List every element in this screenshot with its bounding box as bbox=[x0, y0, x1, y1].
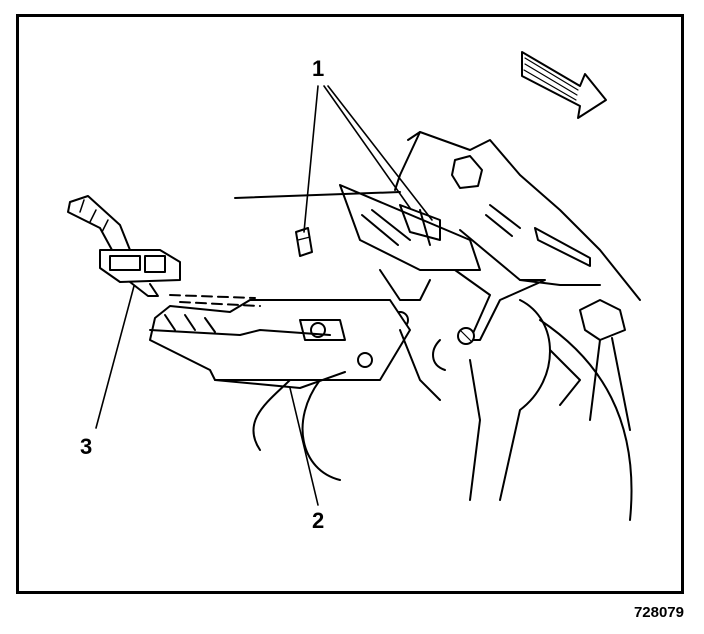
forward-arrow-icon bbox=[521, 51, 607, 119]
callout-2: 2 bbox=[312, 508, 325, 533]
harness-connector bbox=[99, 249, 181, 297]
module-body bbox=[149, 299, 411, 389]
harness-guide-dashes bbox=[169, 294, 261, 307]
trim-panel-outline bbox=[234, 131, 641, 301]
callout-3: 3 bbox=[80, 434, 93, 459]
figure-number: 728079 bbox=[633, 604, 684, 621]
bolt-right bbox=[457, 327, 475, 345]
lower-structure bbox=[252, 299, 633, 521]
leader-lines bbox=[95, 85, 433, 506]
wiring-harness bbox=[67, 195, 131, 251]
mounting-bracket bbox=[379, 204, 601, 341]
callout-1: 1 bbox=[312, 56, 325, 81]
